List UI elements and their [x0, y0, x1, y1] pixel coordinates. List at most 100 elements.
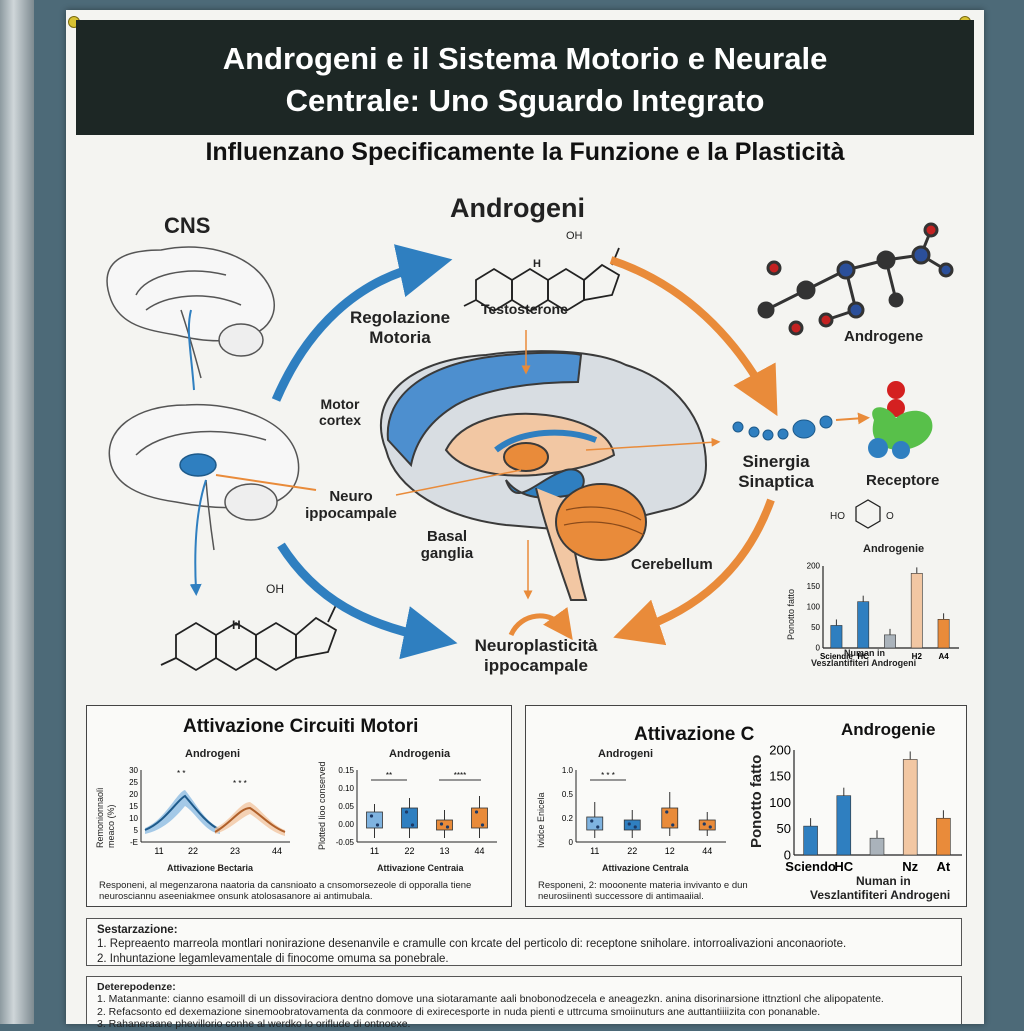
- y-tick-label: 0.10: [338, 784, 354, 793]
- panel1-ylabel-left: Remonionnaolì meaco (%): [95, 787, 116, 848]
- y-tick-label: 0.05: [338, 802, 354, 811]
- series-band-blue: [145, 790, 220, 834]
- box: [436, 819, 453, 831]
- label-oh-left: OH: [266, 582, 284, 596]
- poster: Androgeni e il Sistema Motorio e Neurale…: [66, 10, 984, 1030]
- receptor-protein: [868, 381, 933, 459]
- significance-mark: * *: [177, 769, 185, 778]
- bar: [902, 759, 918, 856]
- label-androgeni: Androgeni: [450, 193, 585, 223]
- mini-chart-xlabel1: Numan in: [844, 648, 886, 658]
- data-point: [480, 823, 485, 827]
- title-bar: Androgeni e il Sistema Motorio e Neurale…: [76, 20, 974, 135]
- data-point: [665, 810, 669, 814]
- x-tick-label: 44: [474, 846, 484, 856]
- label-o: O: [886, 511, 894, 522]
- label-cns: CNS: [164, 213, 211, 238]
- testosterone-molecule-left: [160, 604, 338, 672]
- data-point: [375, 823, 380, 827]
- x-tick-label: HC: [834, 859, 853, 874]
- significance-mark: * * *: [601, 771, 615, 780]
- y-tick-label: 150: [807, 582, 821, 591]
- y-tick-label: 10: [129, 814, 138, 823]
- x-tick-label: 11: [590, 846, 599, 856]
- box: [471, 807, 488, 829]
- data-point: [445, 825, 450, 829]
- panel2-xlabel: Attivazione Centrala: [602, 863, 689, 873]
- poster-subtitle: Influenzano Specificamente la Funzione e…: [205, 138, 845, 166]
- cycle-arrow-orange-bottom: [613, 498, 775, 646]
- series-line-orange: [214, 806, 286, 833]
- androgen-ball-stick-molecule: [757, 222, 954, 336]
- cycle-arrow-blue-top: [271, 244, 453, 402]
- panel1-caption: Responeni, al megenzarona naatoria da ca…: [99, 880, 472, 903]
- diagram-artwork: [106, 222, 954, 672]
- y-tick-label: 15: [129, 802, 138, 811]
- y-tick-label: 150: [769, 769, 791, 784]
- data-point: [439, 822, 444, 826]
- y-tick-label: 50: [811, 623, 820, 632]
- y-tick-label: 0: [569, 838, 574, 847]
- data-point: [596, 825, 600, 829]
- x-tick-label: 44: [702, 846, 712, 856]
- brain-sagittal-small-mid: [108, 403, 317, 596]
- y-tick-label: 25: [129, 778, 138, 787]
- loop-arrow: [508, 607, 573, 641]
- data-point: [404, 810, 409, 814]
- label-testosterone: Testosterone: [481, 301, 568, 317]
- box1-line: 1. Repreaento marreola montlari nonirazi…: [97, 938, 847, 951]
- x-tick-label: Sciendo: [785, 859, 836, 874]
- main-brain: [380, 350, 708, 601]
- pointer-line: [395, 469, 522, 496]
- bar: [936, 817, 951, 856]
- significance-mark: * * *: [233, 779, 247, 788]
- label-motor-cortex: Motor cortex: [318, 396, 362, 429]
- y-tick-label: 200: [807, 562, 821, 571]
- y-tick-label: 20: [129, 790, 138, 799]
- y-tick-label: -0.05: [336, 838, 355, 847]
- significance-mark: ****: [454, 771, 466, 780]
- series-line-blue: [144, 794, 221, 831]
- y-tick-label: 100: [769, 795, 791, 810]
- poster-title: Androgeni e il Sistema Motorio e Neurale…: [222, 41, 828, 118]
- y-tick-label: 0.00: [338, 820, 354, 829]
- data-point: [474, 810, 479, 814]
- panel2-title: Attivazione C: [634, 724, 755, 745]
- box2-line: 3. Rahaneraane phevillorio conhe al werd…: [97, 1018, 411, 1031]
- cycle-arrow-blue-bottom: [277, 542, 458, 660]
- label-neuroplasticita: Neuroplasticità ippocampale: [474, 636, 598, 675]
- box2-line: 1. Matanmante: cianno esamoill di un dis…: [97, 993, 884, 1006]
- x-tick-label: Nz: [902, 859, 918, 874]
- data-point: [671, 823, 675, 827]
- panel-circuiti-motori: Attivazione Circuiti Motori Androgeni An…: [86, 705, 512, 907]
- x-tick-label: A4: [938, 652, 949, 661]
- data-point: [708, 825, 712, 829]
- board-frame: [0, 0, 34, 1024]
- panel1-xlabel-left: Attivazione Bectaria: [167, 863, 254, 873]
- data-point: [590, 819, 594, 823]
- bar: [803, 825, 818, 856]
- x-tick-label: 23: [230, 846, 240, 856]
- box-sestarzazione: Sestarzazione: 1. Repreaento marreola mo…: [86, 918, 962, 966]
- bar: [884, 634, 896, 649]
- y-tick-label: -E: [130, 838, 138, 847]
- bar: [869, 837, 885, 856]
- y-tick-label: 100: [807, 603, 821, 612]
- panel1-sub-left: Androgeni: [185, 748, 240, 760]
- x-tick-label: HC: [857, 652, 869, 661]
- x-tick-label: 22: [404, 846, 414, 856]
- data-point: [627, 822, 631, 826]
- label-androgene: Androgene: [844, 328, 924, 345]
- box: [366, 811, 383, 829]
- x-tick-label: 12: [665, 846, 675, 856]
- panel2-ylabel: Ividce Enicela: [536, 792, 546, 848]
- panel1-title: Attivazione Circuiti Motori: [183, 716, 419, 737]
- x-tick-label: Sciendie: [820, 652, 853, 661]
- x-tick-label: At: [937, 859, 951, 874]
- x-tick-label: 11: [154, 846, 163, 856]
- bar: [937, 618, 950, 649]
